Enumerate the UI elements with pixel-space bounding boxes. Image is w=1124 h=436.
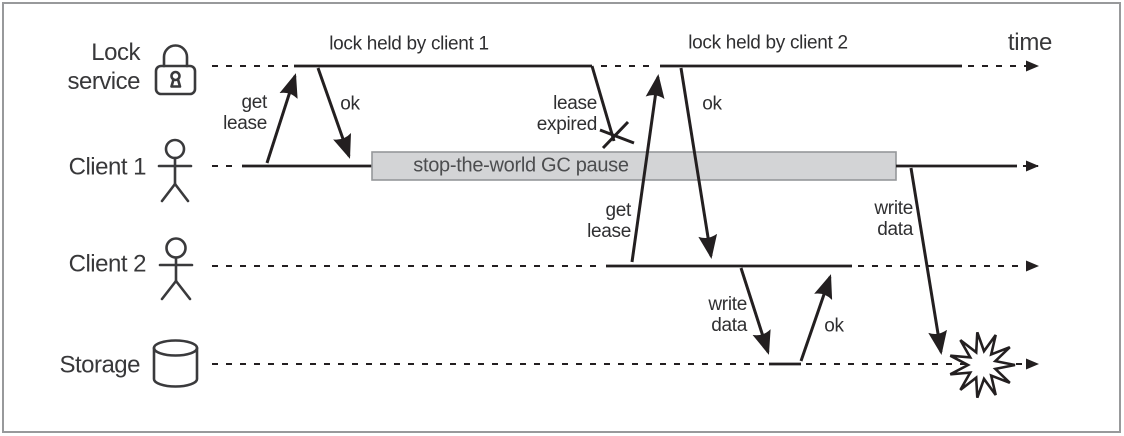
client1-get-lease-line2: lease	[223, 113, 267, 134]
client2-ok-label: ok	[702, 93, 722, 115]
client2-write-data-arrow	[739, 267, 771, 355]
client1-write-data-line2: data	[877, 219, 913, 240]
lane-label-lock-service: Lock service	[67, 38, 140, 96]
client2-get-lease-arrow	[630, 74, 665, 263]
client1-get-lease-label: get lease	[223, 92, 267, 134]
client2-write-data-line2: data	[711, 315, 747, 336]
lock-held-by-client1-label: lock held by client 1	[329, 33, 489, 55]
client2-get-lease-line1: get	[605, 200, 631, 221]
database-cylinder-icon	[152, 339, 199, 388]
lease-expired-line2: expired	[536, 114, 598, 135]
person-icon-client2	[158, 237, 194, 301]
client2-write-data-line1: write	[708, 294, 747, 315]
client1-get-lease-line1: get	[241, 92, 267, 113]
lock-service-timeline	[212, 60, 1039, 150]
padlock-icon	[154, 44, 197, 96]
explosion-icon	[949, 331, 1016, 399]
client2-get-lease-label: get lease	[587, 200, 631, 242]
lock-held-by-client2-label: lock held by client 2	[688, 32, 848, 54]
client2-get-lease-line2: lease	[587, 221, 631, 242]
client1-write-data-line1: write	[874, 198, 913, 219]
client1-get-lease-arrow	[265, 73, 298, 164]
lease-expired-cross-icon	[599, 120, 635, 150]
storage-ok-arrow	[799, 274, 833, 362]
lease-expiry-drop-line	[590, 65, 616, 142]
lane-label-storage: Storage	[59, 351, 140, 379]
time-axis-label: time	[1007, 29, 1053, 56]
lane-label-lock-line2: service	[67, 68, 140, 95]
client1-write-data-arrow	[909, 167, 947, 355]
lane-label-client1: Client 1	[68, 153, 147, 181]
lane-label-client2: Client 2	[68, 250, 147, 278]
lane-label-lock-line1: Lock	[91, 39, 140, 66]
lease-expired-line1: lease	[553, 93, 597, 114]
client2-write-data-label: write data	[708, 294, 747, 336]
storage-ok-label: ok	[824, 315, 844, 337]
person-icon-client1	[157, 138, 193, 203]
client1-ok-arrow	[316, 67, 351, 159]
client2-ok-arrow	[679, 67, 718, 259]
gc-pause-label: stop-the-world GC pause	[413, 154, 629, 177]
client1-timeline	[212, 151, 1039, 181]
client1-ok-label: ok	[340, 93, 360, 115]
client1-write-data-label: write data	[874, 198, 913, 240]
lease-expired-label: lease expired	[536, 93, 598, 135]
